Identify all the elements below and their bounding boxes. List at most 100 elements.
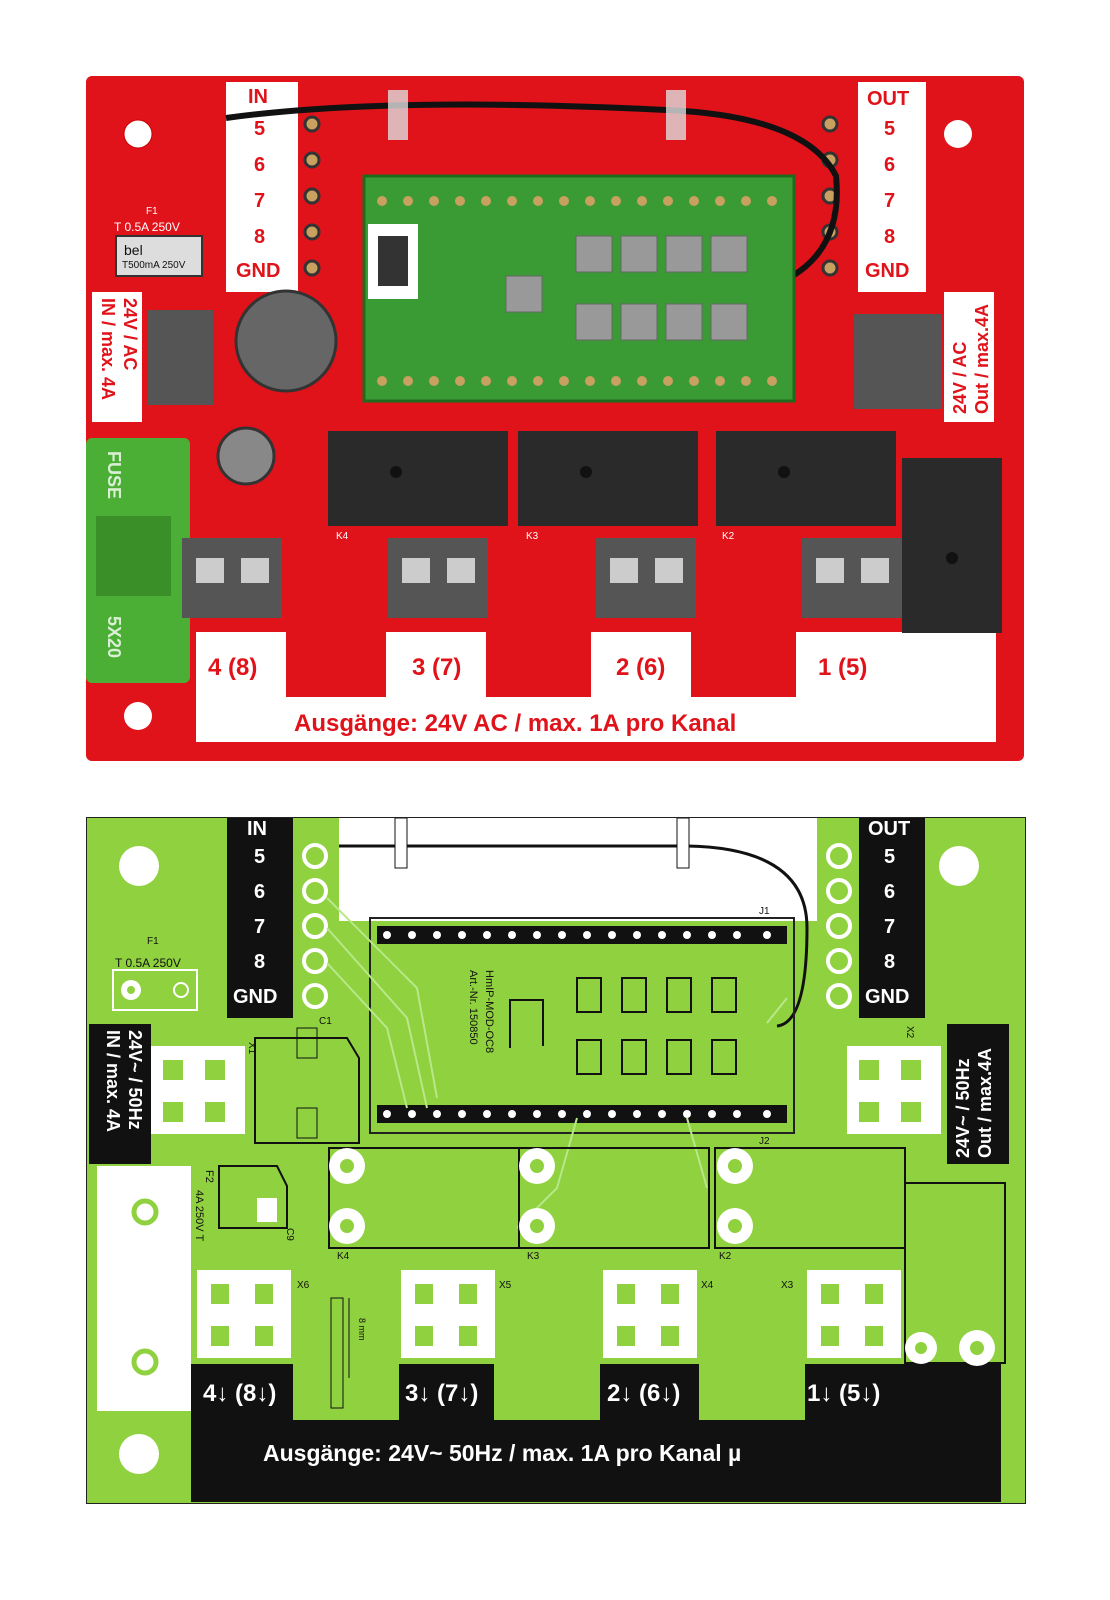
in-header-pins <box>303 115 321 277</box>
output-label-area <box>947 1024 1009 1164</box>
out-pin-8: 8 <box>884 951 896 973</box>
channel-label-4: 4↓ (8↓) <box>203 1380 277 1407</box>
relay-k4-label: K4 <box>337 1251 350 1262</box>
out-pin-gnd: GND <box>865 986 910 1008</box>
relay-k2 <box>716 431 896 526</box>
fuse-f1-label: F1 <box>146 206 158 217</box>
input-rating-2: IN / max. 4A <box>98 298 118 401</box>
relay-k3-label: K3 <box>527 1251 540 1262</box>
in-pin-6: 6 <box>254 881 266 903</box>
output-rating-2: Out / max.4A <box>972 303 992 414</box>
in-pin-8: 8 <box>254 226 266 248</box>
mounting-hole-icon <box>944 120 972 148</box>
radio-module-outline <box>369 917 795 1134</box>
c1-label: C1 <box>319 1016 332 1027</box>
outputs-rating-label: Ausgänge: 24V~ 50Hz / max. 1A pro Kanal … <box>263 1440 742 1466</box>
out-header-label: OUT <box>868 818 911 840</box>
pcb-layout-graphics <box>89 818 1009 1502</box>
in-pin-6: 6 <box>254 154 266 176</box>
input-rating-1: 24V / AC <box>120 298 140 371</box>
terminal-x5-label: X5 <box>499 1280 512 1291</box>
out-pin-5: 5 <box>884 846 896 868</box>
in-pin-gnd: GND <box>236 260 281 282</box>
out-pin-5: 5 <box>884 118 896 140</box>
channel-label-2: 2 (6) <box>616 654 666 681</box>
radio-module <box>362 174 796 403</box>
relay-k1-label: K1 <box>909 1366 922 1377</box>
capacitor-c9 <box>216 426 276 486</box>
out-pin-gnd: GND <box>865 260 910 282</box>
measure-icon <box>330 1297 344 1409</box>
in-pin-8: 8 <box>254 951 266 973</box>
input-rating-1: 24V~ / 50Hz <box>125 1030 145 1130</box>
in-pin-7: 7 <box>254 190 266 212</box>
in-header-label: IN <box>248 86 268 108</box>
mounting-hole-icon <box>123 119 153 149</box>
fuse-holder-area <box>97 1166 191 1411</box>
output-label-area <box>944 292 994 422</box>
mounting-hole-icon <box>124 702 152 730</box>
c9-label: C9 <box>284 1228 295 1241</box>
relay-k1-label: K1 <box>904 642 917 653</box>
antenna-wire <box>225 101 840 299</box>
relay-k2-label: K2 <box>722 531 735 542</box>
pcb-photo: IN 5 6 7 8 GND OUT 5 6 7 8 GND F1 T 0.5A… <box>86 76 1024 761</box>
relay-k2-label: K2 <box>719 1251 732 1262</box>
fuse-f2-rating: 4A 250V T <box>193 1190 205 1242</box>
out-pin-8: 8 <box>884 226 896 248</box>
out-pin-7: 7 <box>884 916 896 938</box>
output-rating-1: 24V / AC <box>950 341 970 414</box>
out-pin-6: 6 <box>884 154 896 176</box>
fuse-f1-brand: bel <box>124 242 143 258</box>
fuse-f2-label: F2 <box>203 1170 215 1183</box>
channel-label-1: 1 (5) <box>818 654 868 681</box>
capacitor-c1 <box>234 289 338 393</box>
x2-label: X2 <box>904 1026 915 1039</box>
capacitor-c9 <box>218 1165 288 1229</box>
out-label-area <box>858 82 926 292</box>
input-rating-2: IN / max. 4A <box>103 1030 123 1133</box>
relay-k4 <box>328 431 508 526</box>
fuse-f1-part: T500mA 250V <box>122 260 186 271</box>
out-pin-7: 7 <box>884 190 896 212</box>
j2-label: J2 <box>759 1136 770 1147</box>
capacitor-c1 <box>254 1037 360 1144</box>
measure-label: 8 mm <box>357 1318 367 1341</box>
fuse-f1-label: F1 <box>147 936 159 947</box>
relay-k3 <box>518 431 698 526</box>
outputs-rating-label: Ausgänge: 24V AC / max. 1A pro Kanal <box>294 710 737 737</box>
fuse-holder-size: 5X20 <box>104 616 124 659</box>
fuse-f1-rating: T 0.5A 250V <box>114 220 180 234</box>
x1-label: X1 <box>246 1042 257 1055</box>
terminal-x6-label: X6 <box>297 1280 310 1291</box>
channel-label-4: 4 (8) <box>208 654 258 681</box>
terminal-x4-label: X4 <box>701 1280 714 1291</box>
terminal-x2 <box>854 314 942 409</box>
module-art-number: Art.-Nr. 150850 <box>467 970 479 1045</box>
input-label-area <box>92 292 142 422</box>
j1-label: J1 <box>759 906 770 917</box>
channel-label-3: 3 (7) <box>412 654 462 681</box>
relay-k1 <box>902 458 1002 633</box>
channel-label-2: 2↓ (6↓) <box>607 1380 681 1407</box>
out-pin-6: 6 <box>884 881 896 903</box>
fuse-f1-rating: T 0.5A 250V <box>115 956 181 970</box>
in-pin-gnd: GND <box>233 986 278 1008</box>
in-pin-7: 7 <box>254 916 266 938</box>
fuse-f1 <box>112 969 198 1011</box>
in-header-label: IN <box>247 818 267 840</box>
input-label-area <box>89 1024 151 1164</box>
pcb-photo-graphics <box>86 82 1002 742</box>
module-name: HmIP-MOD-OC8 <box>483 970 495 1054</box>
fuse-f1 <box>115 235 203 277</box>
mounting-hole-icon <box>119 846 159 886</box>
relay-k1 <box>904 1182 1006 1364</box>
mounting-hole-icon <box>119 1434 159 1474</box>
terminal-x1 <box>148 310 213 405</box>
mounting-hole-icon <box>939 846 979 886</box>
pcb-layout: IN 5 6 7 8 GND OUT 5 6 7 8 GND F1 T 0.5A… <box>86 817 1026 1504</box>
channel-label-1: 1↓ (5↓) <box>807 1380 881 1407</box>
channel-label-3: 3↓ (7↓) <box>405 1380 479 1407</box>
fuse-holder-label: FUSE <box>104 451 124 500</box>
relay-k3-label: K3 <box>526 531 539 542</box>
